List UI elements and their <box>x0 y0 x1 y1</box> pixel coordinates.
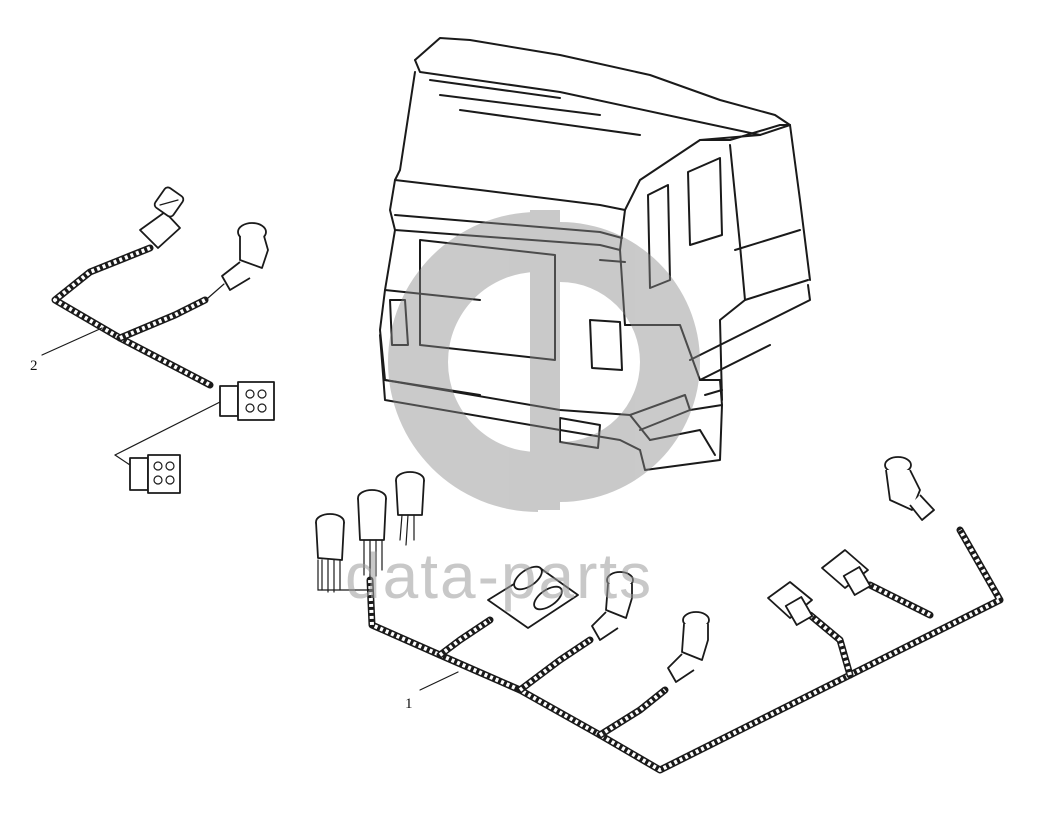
harness-1-plug-connector-a <box>767 581 814 626</box>
harness-1-elbow-connector-c <box>884 456 935 521</box>
harness-2 <box>51 186 275 494</box>
truck-cab <box>379 37 811 471</box>
watermark-text: data-parts <box>345 540 653 612</box>
harness-1-elbow-connector-a <box>591 571 634 641</box>
watermark-logo <box>388 210 700 512</box>
harness-1-round-connectors <box>315 471 425 593</box>
harness-1-bulb-holders <box>487 565 579 629</box>
harness-1 <box>315 456 1004 774</box>
callout-1-leader <box>419 671 459 691</box>
callout-1-label: 1 <box>405 696 413 712</box>
harness-2-mating-connector <box>114 401 221 494</box>
callout-2-label: 2 <box>30 358 38 374</box>
callout-2-leader <box>41 327 103 356</box>
harness-1-elbow-connector-b <box>667 611 710 683</box>
harness-2-block-connector <box>219 381 275 421</box>
harness-2-plug-connector <box>139 186 185 249</box>
harness-1-plug-connector-b <box>821 549 872 596</box>
harness-2-elbow-connector <box>207 222 269 299</box>
